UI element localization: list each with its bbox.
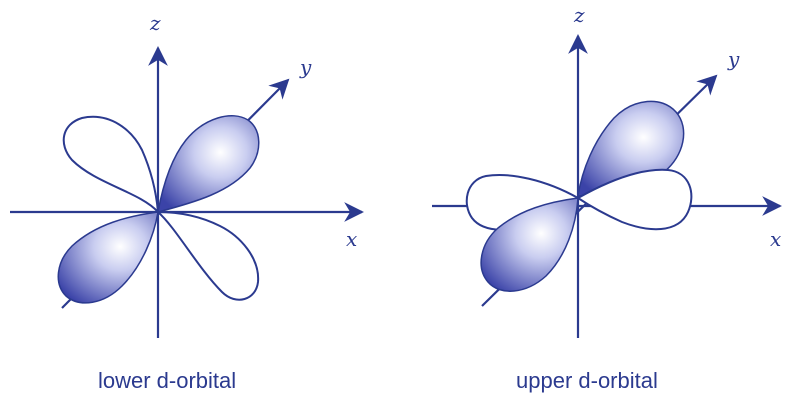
lower-z-label: z — [149, 11, 161, 35]
lower-x-label: x — [346, 227, 357, 251]
lower-lobe-upper-right — [158, 116, 259, 212]
lower-d-orbital-diagram: z y x lower d-orbital — [10, 11, 362, 393]
upper-y-label: y — [727, 47, 740, 71]
upper-caption: upper d-orbital — [516, 368, 658, 393]
lower-lobe-lower-left — [58, 212, 158, 303]
upper-d-orbital-diagram: z y x upper d-orbital — [432, 3, 781, 393]
upper-z-label: z — [573, 3, 585, 27]
lower-lobe-lower-right — [158, 212, 258, 300]
lower-y-label: y — [299, 55, 312, 79]
lower-lobe-upper-left — [64, 117, 158, 212]
lower-caption: lower d-orbital — [98, 368, 236, 393]
upper-x-label: x — [770, 227, 781, 251]
